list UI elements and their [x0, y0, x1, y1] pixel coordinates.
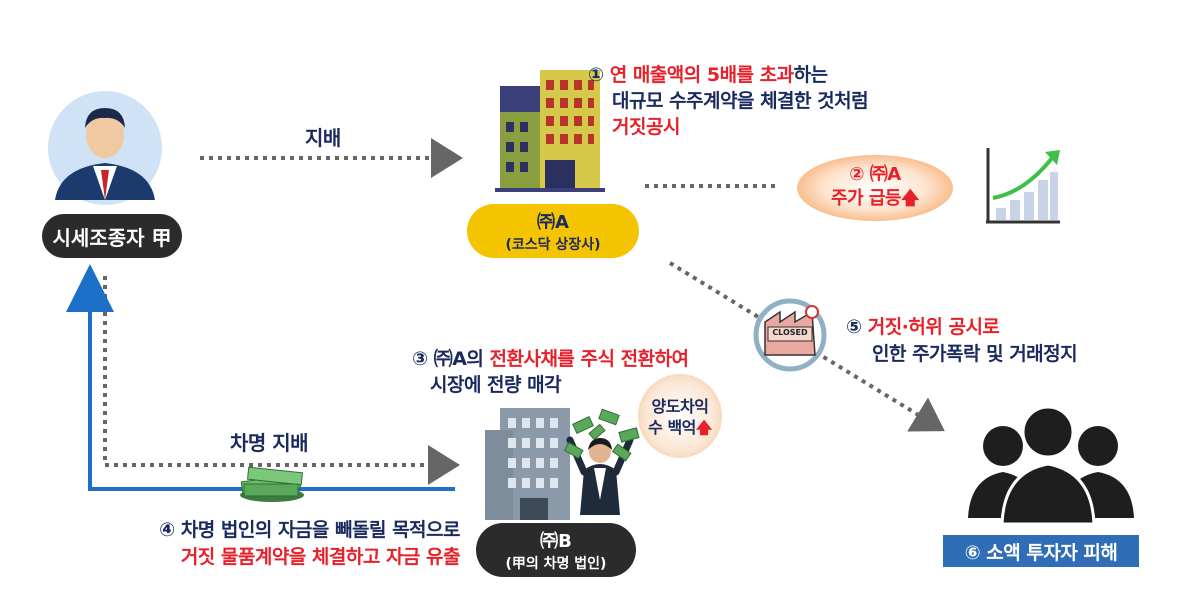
company-a-name: ㈜A [537, 212, 569, 233]
step5-line2: 인한 주가폭락 및 거래정지 [872, 343, 1078, 365]
step5-annotation: ⑤ 거짓·허위 공시로 인한 주가폭락 및 거래정지 [846, 314, 1078, 368]
manipulator-label: 시세조종자 甲 [52, 225, 172, 250]
profit-line1: 양도차익 [651, 397, 709, 416]
price-rise-bubble [797, 155, 953, 221]
up-arrow-icon: 🡅 [695, 418, 712, 437]
company-a-sub: (코스닥 상장사) [505, 237, 601, 253]
step6-label: ⑥ 소액 투자자 피해 [964, 541, 1118, 564]
control-edge-label: 지배 [305, 126, 341, 150]
borrowed-control-edge-label: 차명 지배 [230, 431, 309, 455]
step1-num: ① [588, 64, 604, 86]
step4-annotation: ④ 차명 법인의 자금을 빼돌릴 목적으로 거짓 물품계약을 체결하고 자금 유… [70, 517, 460, 571]
up-arrow-icon: 🡅 [901, 188, 920, 209]
manipulator-label-pill: 시세조종자 甲 [42, 214, 182, 258]
rising-chart-icon [986, 148, 1060, 224]
step1-line3: 거짓공시 [612, 116, 680, 138]
step5-num: ⑤ [846, 316, 862, 338]
step1-red: 연 매출액의 5배를 초과 [609, 64, 794, 86]
company-a-pill: ㈜A (코스닥 상장사) [467, 204, 639, 258]
step2-line2: 주가 급등 [830, 188, 902, 209]
closed-factory-icon [753, 298, 827, 372]
step5-red: 거짓·허위 공시로 [867, 316, 1000, 338]
a-to-victims-arrow [668, 261, 945, 432]
victims-silhouette-icon [968, 405, 1134, 526]
profit-annotation: 양도차익 수 백억🡅 [640, 396, 720, 438]
step3-num: ③ ㈜A의 [412, 348, 484, 370]
borrowed-control-arrow [103, 276, 460, 485]
profit-line2: 수 백억 [648, 418, 696, 437]
profit-bubble [638, 374, 722, 458]
step2-line1: ② ㈜A [849, 164, 901, 185]
step1-tail: 하는 [793, 64, 828, 86]
step3-red: 전환사채를 주식 전환하여 [489, 348, 690, 370]
step6-label-box: ⑥ 소액 투자자 피해 [943, 535, 1139, 567]
money-stack-icon [240, 466, 304, 502]
step4-line2: 거짓 물품계약을 체결하고 자금 유출 [180, 546, 461, 568]
step3-line2: 시장에 전량 매각 [430, 374, 562, 396]
fund-flow-arrow [66, 264, 455, 491]
company-b-name: ㈜B [540, 531, 572, 552]
step2-annotation: ② ㈜A 주가 급등🡅 [820, 163, 930, 211]
step4-line1: ④ 차명 법인의 자금을 빼돌릴 목적으로 [159, 519, 460, 541]
company-b-pill: ㈜B (甲의 차명 법인) [476, 523, 636, 577]
closed-sign-text: CLOSED [772, 328, 808, 337]
flying-money-icon [563, 408, 640, 462]
manipulator-avatar [48, 91, 162, 205]
company-b-building-icon [485, 408, 570, 520]
step1-annotation: ① 연 매출액의 5배를 초과하는 대규모 수주계약을 체결한 것처럼 거짓공시 [588, 62, 869, 140]
company-a-building-icon [495, 70, 605, 192]
step3-annotation: ③ ㈜A의 전환사채를 주식 전환하여 시장에 전량 매각 [412, 346, 689, 398]
step1-line2: 대규모 수주계약을 체결한 것처럼 [612, 90, 869, 112]
company-b-sub: (甲의 차명 법인) [505, 556, 607, 572]
